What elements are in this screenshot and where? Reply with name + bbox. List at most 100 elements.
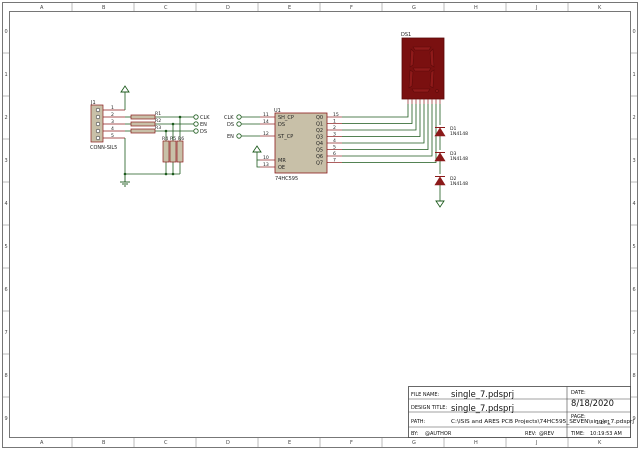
ic-ref-label: U1 [274, 108, 281, 114]
path-value: C:\ISIS and ARES PCB Projects\74HC595_SE… [451, 419, 634, 425]
terminal-clk-out[interactable]: CLK [193, 114, 210, 121]
ic-pin-name: Q2 [316, 128, 323, 134]
col-label-top: E [288, 5, 291, 11]
design-title-value: single_7.pdsprj [451, 403, 514, 413]
ground-symbol-icon [435, 200, 445, 208]
terminal-clk-in[interactable]: CLK [224, 114, 242, 121]
connector-pin-number: 3 [111, 119, 114, 125]
col-label-top: B [102, 5, 106, 11]
title-block: FILE NAME: single_7.pdsprj DESIGN TITLE:… [408, 386, 634, 438]
terminal-label: CLK [224, 115, 234, 121]
ic-pin-name: DS [278, 122, 285, 128]
ground-symbol-icon [120, 176, 130, 187]
col-label-top: A [40, 5, 44, 11]
author-value: @AUTHOR [425, 431, 452, 437]
resistor-pulldown-array[interactable]: R4 R5 R6 [162, 136, 184, 163]
col-label-bottom: K [598, 440, 602, 446]
row-label-right: 6 [633, 287, 636, 293]
row-label-right: 4 [633, 201, 636, 207]
diode-part-label: 1N4148 [450, 131, 468, 137]
terminal-en-in[interactable]: EN [227, 133, 242, 140]
row-label-right: 5 [633, 244, 636, 250]
row-label-right: 1 [633, 72, 636, 78]
ic-pin-name: Q0 [316, 115, 323, 121]
ic-pin-number: 7 [333, 158, 336, 164]
connector-pin-number: 2 [111, 112, 114, 118]
terminal-label: DS [200, 129, 207, 135]
diode-part-label: 1N4148 [450, 181, 468, 187]
resistor-series-r1[interactable]: R1 [130, 111, 161, 120]
file-name-value: single_7.pdsprj [451, 389, 514, 399]
ic-pin-number: 15 [333, 112, 339, 118]
col-label-bottom: A [40, 440, 44, 446]
shift-register-u1[interactable]: U1 74HC595 11 14 12 10 13 SH_CP DS ST_CP… [260, 108, 342, 182]
diode-d3[interactable]: D3 1N4148 [434, 151, 468, 162]
col-label-bottom: C [164, 440, 168, 446]
resistor-series-r2[interactable]: R2 [130, 118, 161, 127]
path-label: PATH: [411, 419, 426, 425]
row-label-left: 9 [5, 416, 8, 422]
junction-dots [123, 115, 182, 176]
ic-pin-number: 4 [333, 138, 336, 144]
col-label-bottom: G [412, 440, 416, 446]
seven-segment-display-ds1[interactable]: DS1 [401, 32, 445, 104]
ic-pin-number: 1 [333, 119, 336, 125]
resistor-ref-label: R4 [162, 136, 168, 142]
row-label-right: 0 [633, 29, 636, 35]
ic-pin-name: MR [278, 158, 286, 164]
col-label-top: F [350, 5, 353, 11]
ic-pin-number: 3 [333, 132, 336, 138]
connector-pin-number: 5 [111, 133, 114, 139]
row-label-right: 9 [633, 416, 636, 422]
diode-ref-label: D3 [450, 151, 457, 157]
file-name-label: FILE NAME: [411, 392, 440, 398]
resistor-ref-label: R3 [155, 125, 161, 131]
col-label-bottom: F [350, 440, 353, 446]
power-symbol-icon [252, 145, 262, 153]
date-label: DATE: [571, 390, 586, 396]
ic-pin-number: 6 [333, 151, 336, 157]
diode-ref-label: D2 [450, 176, 457, 182]
resistor-series-r3[interactable]: R3 [130, 125, 161, 134]
row-label-left: 6 [5, 287, 8, 293]
col-label-top: H [474, 5, 478, 11]
row-label-left: 4 [5, 201, 8, 207]
diode-d2[interactable]: D2 1N4148 [434, 176, 468, 187]
terminal-ds-in[interactable]: DS [227, 121, 242, 128]
diode-d1[interactable]: D1 1N4148 [434, 126, 468, 137]
ic-pin-name: Q5 [316, 148, 323, 154]
time-value: 10:19:53 AM [590, 431, 622, 437]
time-label: TIME: [570, 431, 585, 437]
row-label-left: 3 [5, 158, 8, 164]
col-label-top: D [226, 5, 230, 11]
wires-u1-inputs [241, 116, 260, 168]
ic-pin-number: 11 [263, 112, 269, 118]
terminal-label: CLK [200, 115, 210, 121]
ic-pin-name: SH_CP [278, 115, 294, 121]
terminal-ds-out[interactable]: DS [193, 128, 207, 135]
wires-outputs [342, 104, 441, 201]
row-label-right: 3 [633, 158, 636, 164]
row-label-right: 8 [633, 373, 636, 379]
col-label-top: G [412, 5, 416, 11]
ic-pin-name: Q3 [316, 135, 323, 141]
terminal-label: EN [200, 122, 207, 128]
col-label-bottom: H [474, 440, 478, 446]
wires-input [124, 92, 194, 176]
ic-pin-number: 12 [263, 131, 269, 137]
connector-ref-label: J1 [90, 100, 96, 106]
connector-j1[interactable]: J1 1 2 3 4 5 CONN-SIL5 [90, 100, 125, 151]
col-label-bottom: J [535, 440, 537, 446]
col-label-top: C [164, 5, 168, 11]
row-label-left: 7 [5, 330, 8, 336]
connector-part-label: CONN-SIL5 [90, 145, 117, 151]
terminal-label: EN [227, 134, 234, 140]
ic-pin-name: Q6 [316, 154, 323, 160]
col-label-bottom: E [288, 440, 291, 446]
connector-pin-number: 4 [111, 126, 114, 132]
terminal-en-out[interactable]: EN [193, 121, 207, 128]
revision-value: @REV [539, 431, 555, 437]
display-ref-label: DS1 [401, 32, 411, 38]
